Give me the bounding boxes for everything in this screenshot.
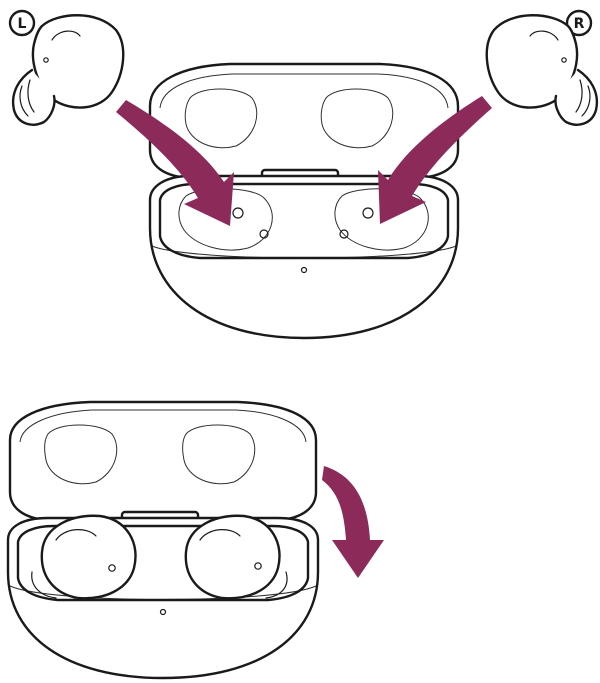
left-side-indicator: L <box>10 11 34 35</box>
case-lid-closing <box>10 402 316 522</box>
step-1-insert-earbuds: L R <box>10 11 597 338</box>
close-lid-arrow <box>322 466 384 578</box>
left-side-label: L <box>18 16 27 32</box>
right-side-label: R <box>574 16 585 32</box>
case-base-with-earbuds <box>8 516 318 678</box>
step-2-close-case <box>8 402 384 678</box>
